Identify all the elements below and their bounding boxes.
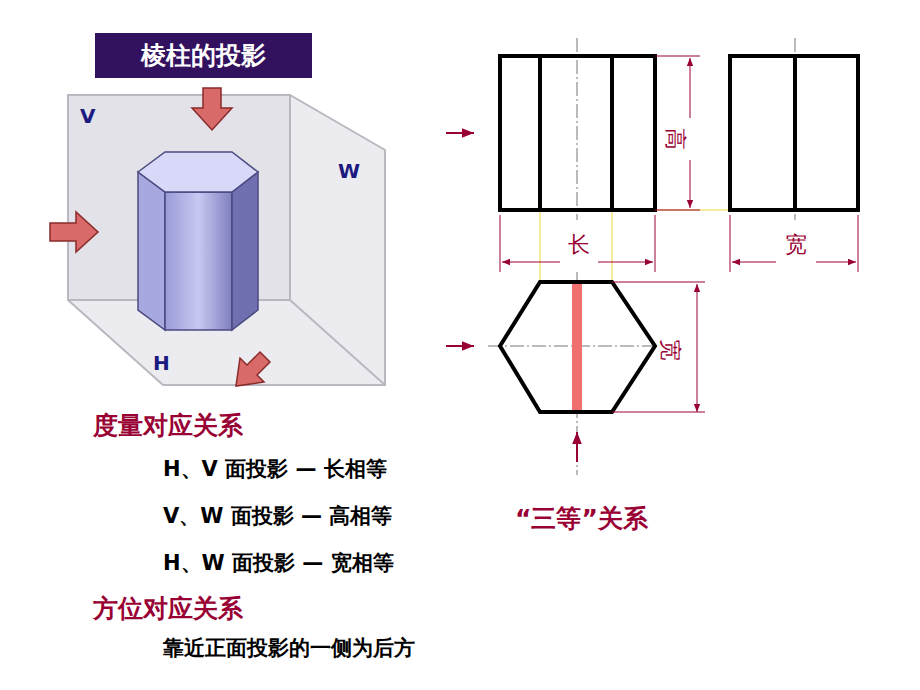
hexagonal-prism — [138, 152, 258, 330]
relation-text: H、W 面投影 — 宽相等 — [163, 552, 394, 575]
side-view — [730, 56, 858, 210]
emphasis-label: “三等”关系 — [515, 505, 648, 533]
plane-label: H — [153, 352, 170, 374]
projection-guide — [540, 210, 730, 282]
relation-text: V、W 面投影 — 高相等 — [163, 505, 392, 528]
dimension-label: 宽 — [783, 233, 809, 257]
view-direction-arrow — [446, 133, 577, 462]
plane-label: W — [338, 160, 360, 182]
title-box: 棱柱的投影 — [95, 33, 312, 78]
plane-label: V — [80, 105, 95, 127]
dimension-label: 高 — [663, 126, 687, 152]
dimension-label: 长 — [566, 233, 592, 257]
section-heading: 方位对应关系 — [93, 595, 243, 623]
section-heading: 度量对应关系 — [93, 412, 243, 440]
relation-text: H、V 面投影 — 长相等 — [163, 458, 387, 481]
slide-title: 棱柱的投影 — [141, 39, 266, 72]
relation-text: 靠近正面投影的一侧为后方 — [163, 637, 415, 660]
dimension-label: 宽 — [658, 337, 682, 363]
top-view — [500, 282, 655, 412]
dimension-line — [500, 56, 858, 412]
view-arrow — [50, 88, 270, 386]
front-view — [500, 56, 655, 210]
projection-box — [68, 95, 385, 385]
center-line — [488, 38, 795, 475]
